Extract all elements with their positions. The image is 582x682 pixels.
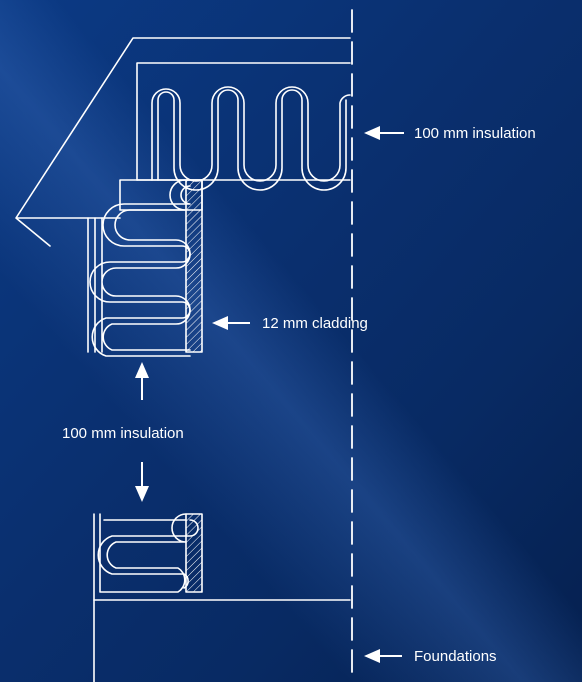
roof-inner-line: [136, 62, 351, 181]
arrow-up-icon: [135, 362, 149, 400]
roof-insulation-inner: [157, 89, 347, 191]
wall-insulation-upper: [101, 179, 191, 353]
arrow-left-icon: [364, 126, 404, 140]
arrow-left-icon: [364, 649, 402, 663]
label-cladding: 12 mm cladding: [262, 315, 368, 332]
cladding-upper: [185, 179, 203, 353]
label-wall-insulation: 100 mm insulation: [62, 425, 184, 442]
wall-insulation-lower: [99, 513, 187, 593]
wall-insulation-upper-inner: [89, 185, 191, 357]
label-roof-insulation: 100 mm insulation: [414, 125, 536, 142]
label-foundations: Foundations: [414, 648, 497, 665]
arrow-left-icon: [212, 316, 250, 330]
cladding-lower: [185, 513, 203, 593]
arrow-down-icon: [135, 462, 149, 502]
